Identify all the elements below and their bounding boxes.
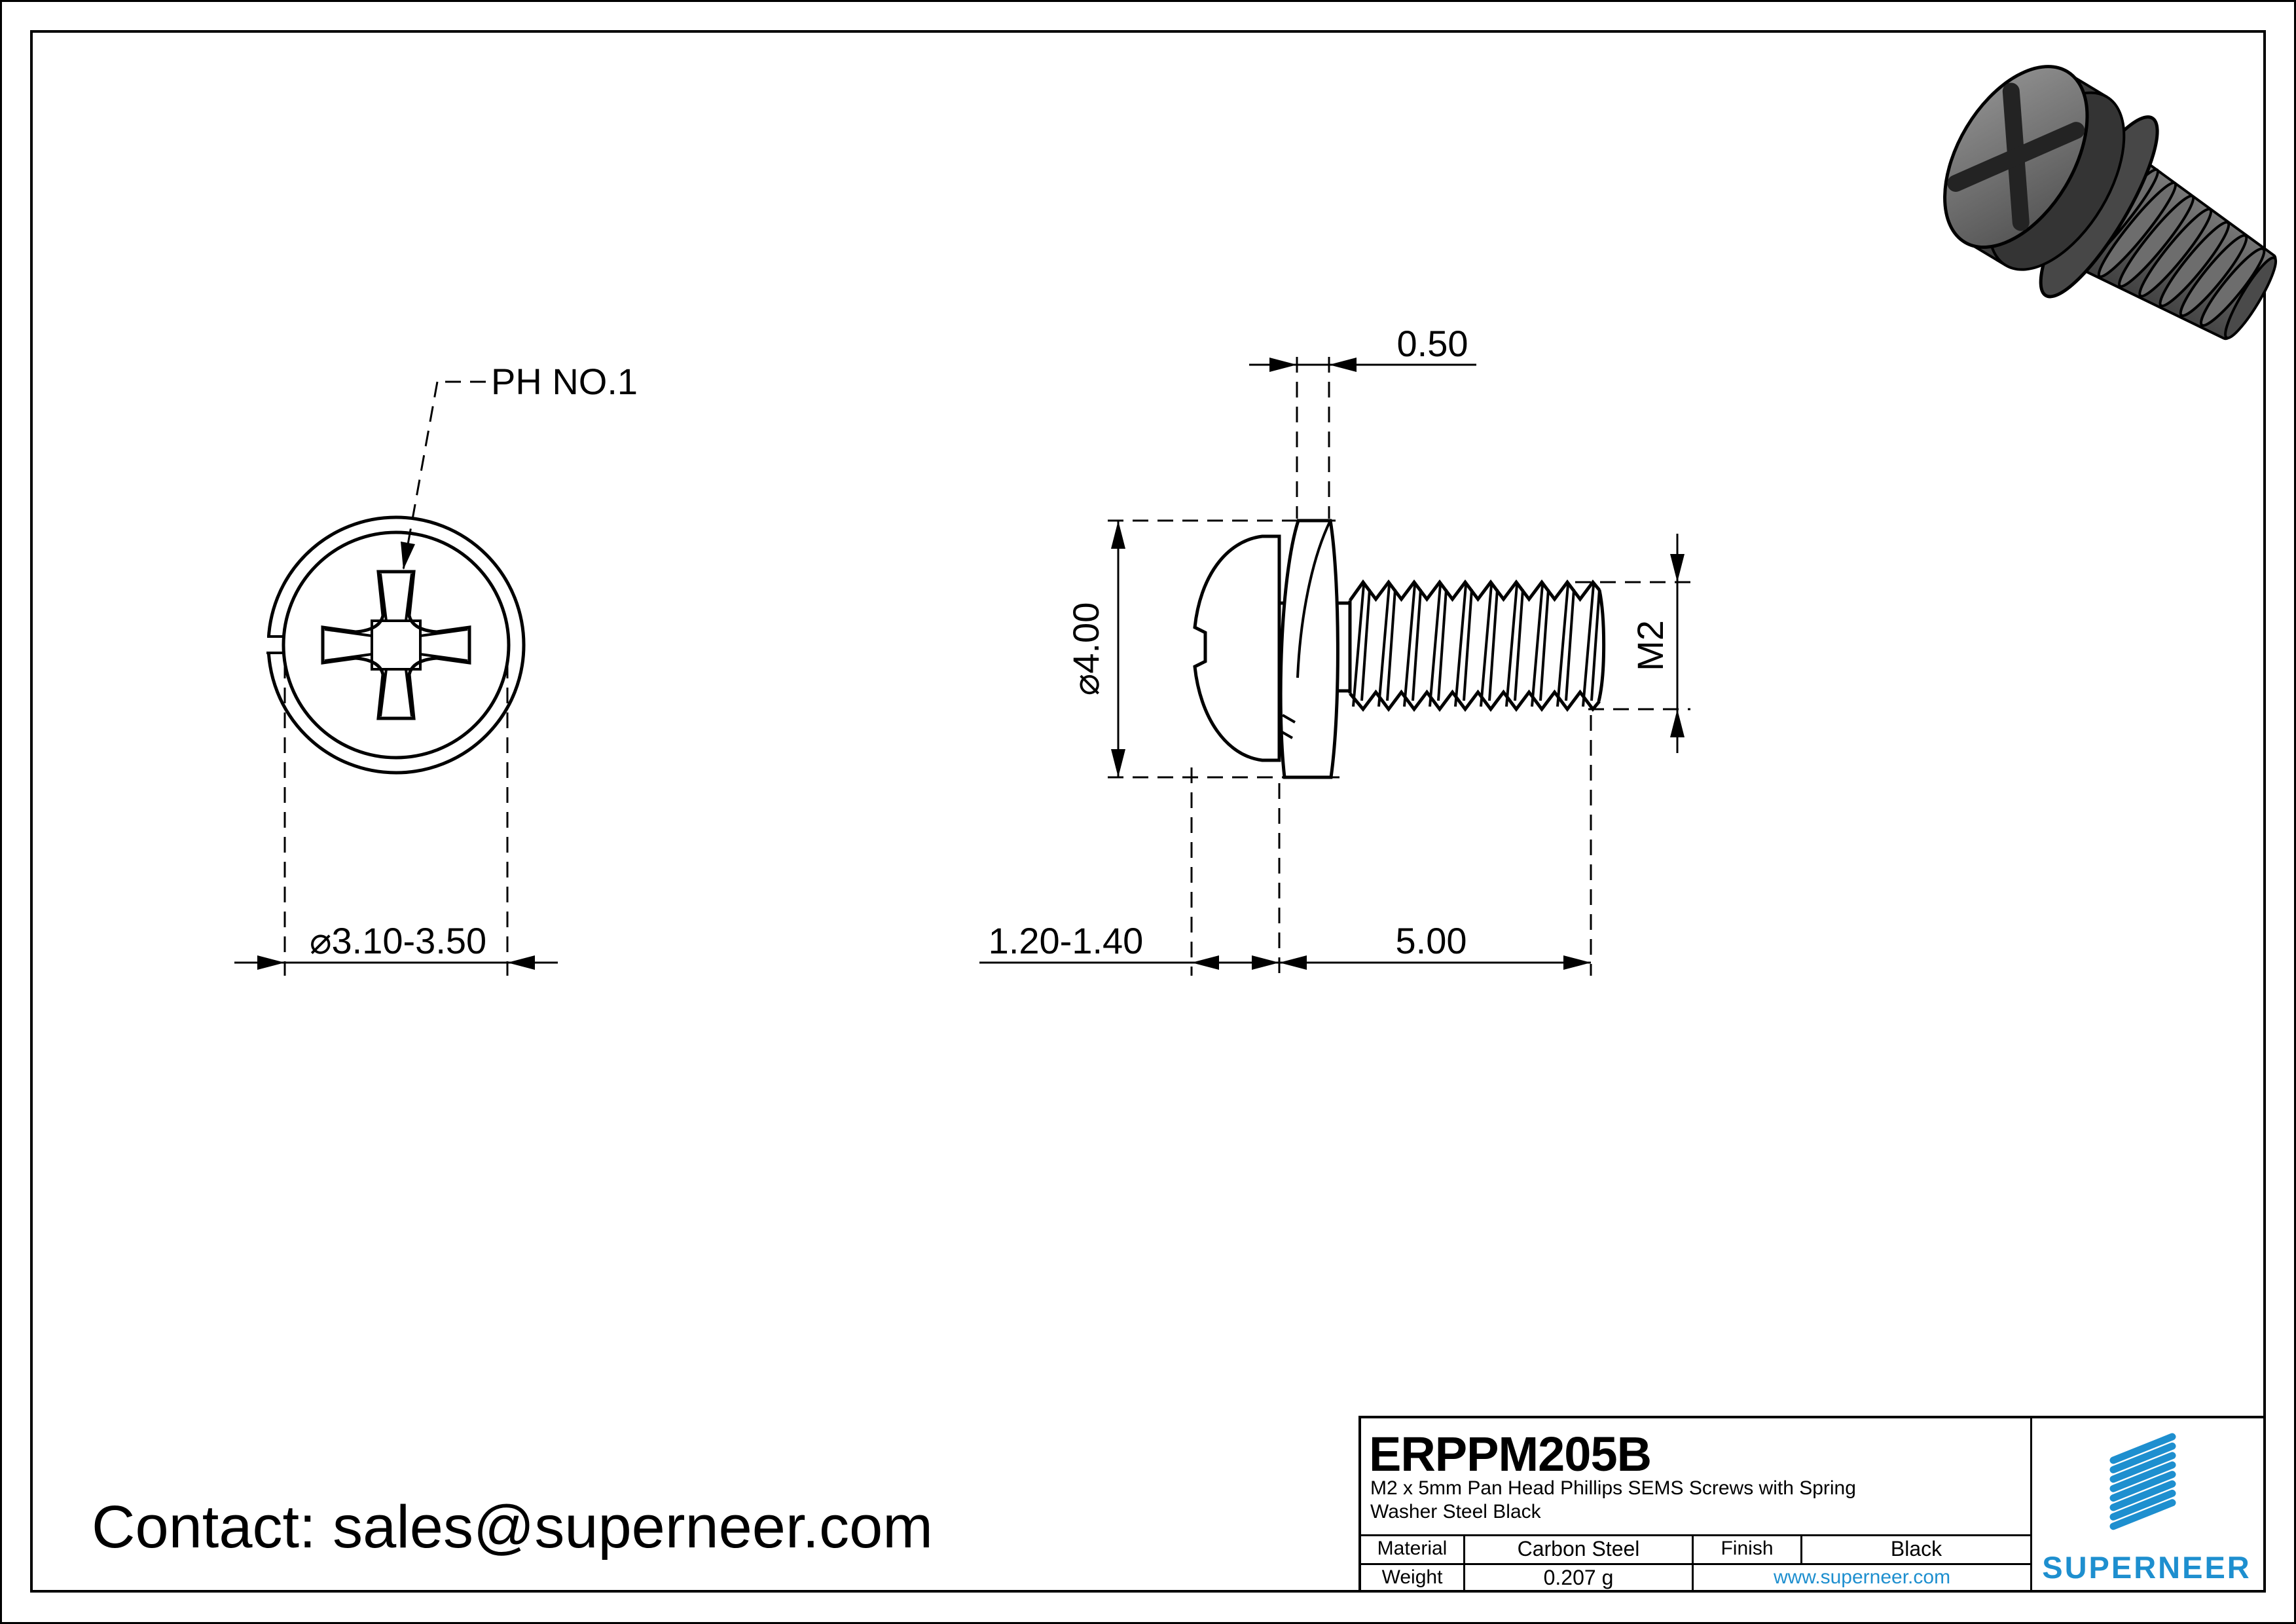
title-block-divider	[1361, 1534, 2030, 1536]
finish-label: Finish	[1721, 1538, 1774, 1559]
superneer-logo-icon	[2109, 1433, 2176, 1530]
side-view-drawing	[1193, 519, 1606, 779]
title-block-divider	[1692, 1534, 1694, 1590]
superneer-logo-text: SUPERNEER	[2042, 1550, 2251, 1585]
title-block: ERPPM205B M2 x 5mm Pan Head Phillips SEM…	[1358, 1416, 2266, 1593]
drawing-frame-border	[30, 30, 2266, 1593]
title-block-divider	[1800, 1534, 1802, 1563]
part-description-line2: Washer Steel Black	[1370, 1501, 1541, 1522]
phillips-cross-3d	[1947, 83, 2085, 231]
head-circle	[282, 530, 511, 760]
part-description-line1: M2 x 5mm Pan Head Phillips SEMS Screws w…	[1370, 1477, 1856, 1499]
dim-washer-thickness: 0.50	[1397, 323, 1468, 364]
material-label: Material	[1377, 1538, 1448, 1559]
weight-label: Weight	[1381, 1566, 1443, 1588]
phillips-recess-detail	[324, 573, 468, 717]
dim-head-dia-range: ⌀3.10-3.50	[310, 920, 486, 961]
screw-3d-render	[1943, 65, 2278, 341]
dim-thread-size: M2	[1630, 620, 1671, 671]
callout-ph-no1: PH NO.1	[491, 361, 638, 402]
weight-value: 0.207 g	[1543, 1565, 1614, 1589]
phillips-recess-outline	[321, 570, 471, 720]
website-link[interactable]: www.superneer.com	[1773, 1566, 1951, 1588]
dim-head-height-range: 1.20-1.40	[989, 920, 1144, 961]
title-block-divider	[1463, 1534, 1465, 1590]
part-number: ERPPM205B	[1369, 1427, 1652, 1481]
side-thread	[1348, 579, 1606, 712]
material-value: Carbon Steel	[1517, 1536, 1640, 1560]
washer-outer-circle	[266, 515, 526, 775]
website-link-cell: www.superneer.com	[1694, 1565, 2030, 1590]
dim-head-diameter: ⌀4.00	[1065, 602, 1106, 696]
finish-value: Black	[1890, 1536, 1942, 1560]
dim-thread-length: 5.00	[1396, 920, 1467, 961]
side-head-profile	[1193, 534, 1281, 762]
front-view-drawing	[263, 515, 526, 775]
dimensions: PH NO.1 ⌀3.10-3.50 0.50 ⌀4.00 M2 1.20-1.…	[234, 323, 1690, 976]
contact-email-text: Contact: sales@superneer.com	[92, 1494, 933, 1560]
side-spring-washer	[1279, 519, 1339, 779]
title-block-divider	[1361, 1563, 2030, 1565]
dimension-arrowheads	[257, 358, 1685, 970]
title-block-divider	[2030, 1418, 2032, 1590]
